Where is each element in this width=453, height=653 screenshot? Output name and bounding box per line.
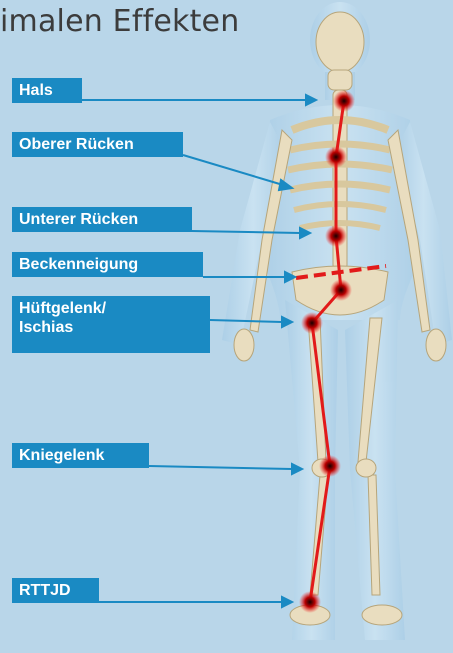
joint-dot (299, 591, 321, 613)
joint-dot (319, 455, 341, 477)
headline: imalen Effekten (0, 4, 239, 39)
label-kniegelenk: Kniegelenk (12, 443, 149, 468)
joint-dot (301, 312, 323, 334)
label-oberer-ruecken: Oberer Rücken (12, 132, 183, 157)
joint-dot (330, 279, 352, 301)
joint-dot (325, 225, 347, 247)
label-beckenneigung: Beckenneigung (12, 252, 203, 277)
label-hals: Hals (12, 78, 82, 103)
label-rttjd: RTTJD (12, 578, 99, 603)
joint-dot (325, 146, 347, 168)
label-hueftgelenk: Hüftgelenk/ Ischias (12, 296, 210, 353)
joint-dot (333, 90, 355, 112)
label-unterer-ruecken: Unterer Rücken (12, 207, 192, 232)
